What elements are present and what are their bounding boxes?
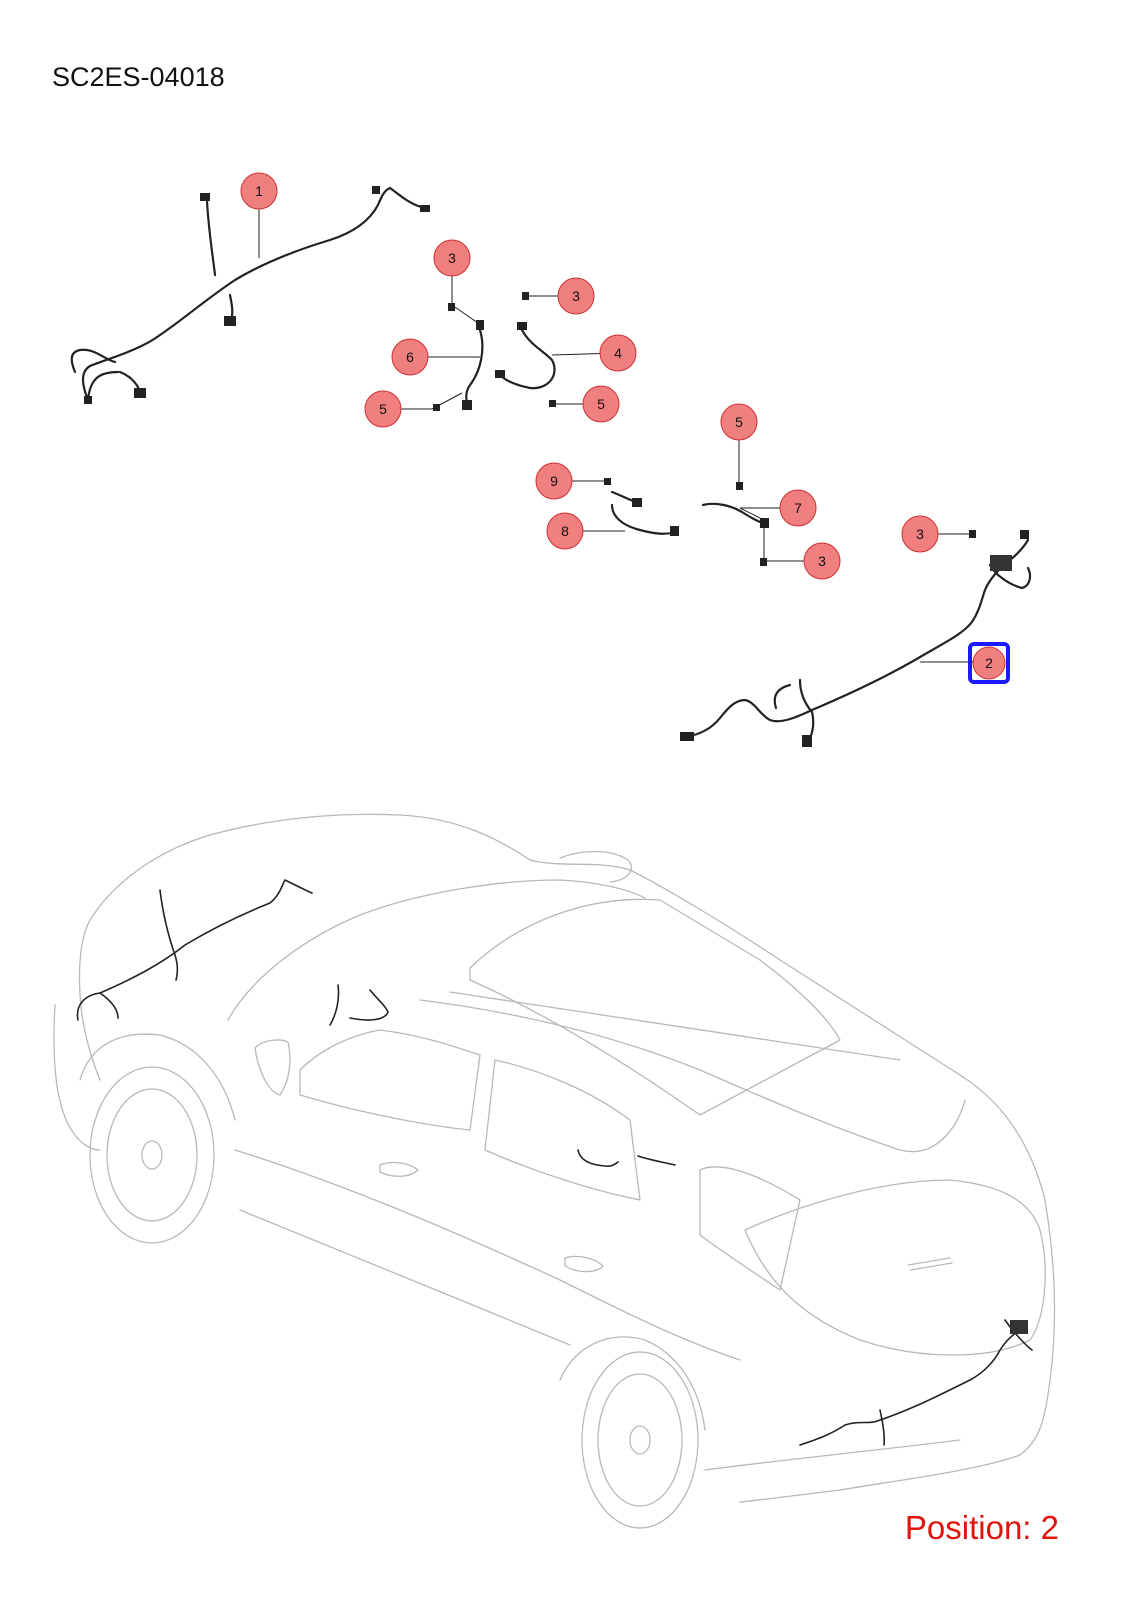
callout-9[interactable]: 9: [535, 462, 573, 500]
callout-3a-label: 3: [448, 250, 456, 266]
leader-lines: [258, 191, 989, 663]
callout-2-selected[interactable]: 2: [968, 642, 1010, 684]
callout-5b-label: 5: [597, 396, 605, 412]
vehicle-outline: [53, 813, 1056, 1529]
callout-7[interactable]: 7: [779, 489, 817, 527]
callout-6-label: 6: [406, 349, 414, 365]
hose-part-9-8[interactable]: [610, 490, 679, 536]
callout-7-label: 7: [794, 500, 802, 516]
callout-1[interactable]: 1: [240, 172, 278, 210]
callout-2-label: 2: [985, 655, 993, 671]
diagram-code: SC2ES-04018: [52, 62, 225, 92]
hose-part-4[interactable]: [495, 322, 556, 390]
callout-3b-label: 3: [572, 288, 580, 304]
callout-9-label: 9: [550, 473, 558, 489]
callout-8[interactable]: 8: [546, 512, 584, 550]
fasteners: [433, 292, 976, 566]
callout-4-label: 4: [614, 345, 622, 361]
callout-5a-label: 5: [379, 401, 387, 417]
hose-part-6[interactable]: [462, 320, 484, 410]
hose-part-7[interactable]: [701, 502, 769, 528]
callout-3c[interactable]: 3: [803, 542, 841, 580]
vehicle-harness-front: [76, 879, 1033, 1446]
callout-3b[interactable]: 3: [557, 277, 595, 315]
callout-5a[interactable]: 5: [364, 390, 402, 428]
callout-5b[interactable]: 5: [582, 385, 620, 423]
position-label: Position: 2: [904, 1509, 1059, 1546]
callout-3a[interactable]: 3: [433, 239, 471, 277]
callout-5c-label: 5: [735, 414, 743, 430]
callout-3d-label: 3: [916, 526, 924, 542]
callout-1-label: 1: [255, 183, 263, 199]
callout-6[interactable]: 6: [391, 338, 429, 376]
callout-3d[interactable]: 3: [901, 515, 939, 553]
callout-5c[interactable]: 5: [720, 403, 758, 441]
harness-part-1[interactable]: [70, 186, 430, 404]
callout-3c-label: 3: [818, 553, 826, 569]
callout-8-label: 8: [561, 523, 569, 539]
callout-4[interactable]: 4: [599, 334, 637, 372]
harness-part-2[interactable]: [680, 530, 1032, 747]
